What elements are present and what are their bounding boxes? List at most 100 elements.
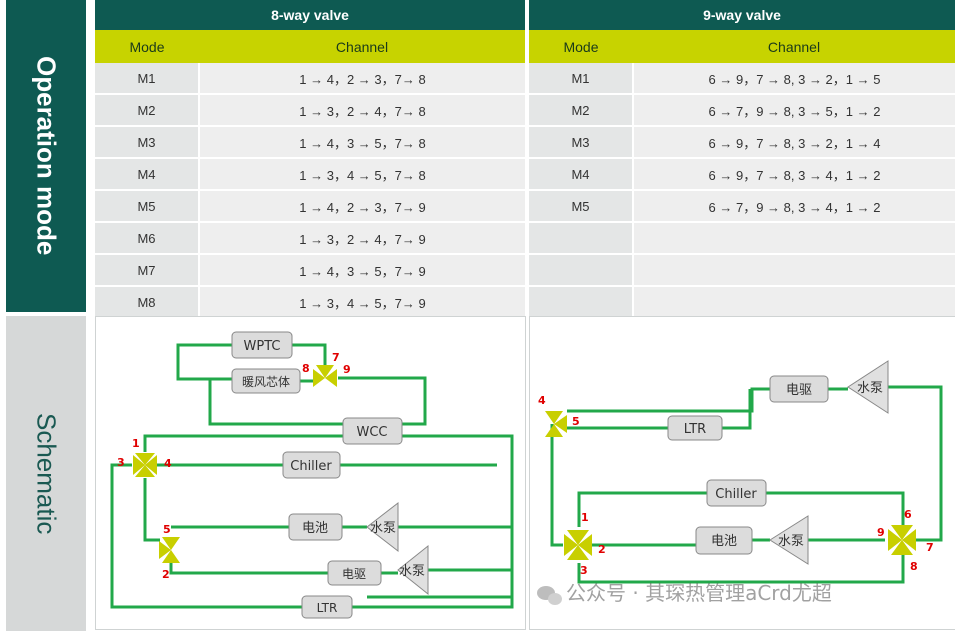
pump-icon: 水泵 — [366, 501, 399, 553]
port-label: 6 — [904, 508, 912, 521]
port-label: 3 — [580, 564, 588, 577]
channel-cell: 6 → 7，9 → 8, 3 → 5，1 → 2 — [633, 94, 955, 127]
channel-cell — [633, 222, 955, 255]
channel-cell: 1 → 4，3 → 5，7→ 8 — [199, 126, 525, 159]
chiller-box: Chiller — [706, 479, 767, 507]
column-header-mode: Mode — [529, 30, 633, 63]
ltr-box: LTR — [301, 595, 353, 619]
port-label: 9 — [877, 526, 885, 539]
table-title: 8-way valve — [95, 0, 525, 30]
mode-cell: M3 — [95, 126, 200, 159]
right-port-labels: 4 5 1 2 3 6 9 7 8 — [538, 394, 934, 577]
drive-label: 电驱 — [342, 567, 366, 581]
channel-cell: 6 → 9，7 → 8, 3 → 4，1 → 2 — [633, 158, 955, 191]
channel-cell: 1 → 3，2 → 4，7→ 9 — [199, 222, 525, 255]
valve-4way-icon — [133, 453, 157, 477]
channel-cell: 6 → 9，7 → 8, 3 → 2，1 → 4 — [633, 126, 955, 159]
ltr-label: LTR — [317, 601, 338, 615]
channel-cell: 1 → 4，2 → 3，7→ 8 — [199, 63, 525, 95]
drive-label: 电驱 — [786, 383, 812, 398]
port-label: 7 — [332, 351, 340, 364]
valve-3way-icon — [313, 365, 337, 387]
port-label: 8 — [910, 560, 918, 573]
pump-icon: 水泵 — [397, 544, 429, 596]
wcc-box: WCC — [342, 417, 403, 445]
port-label: 2 — [598, 543, 606, 556]
port-label: 7 — [926, 541, 934, 554]
mode-cell: M1 — [95, 63, 200, 95]
mode-cell — [529, 254, 634, 287]
mode-cell: M1 — [529, 63, 634, 95]
port-label: 9 — [343, 363, 351, 376]
drive-box: 电驱 — [327, 560, 382, 586]
wptc-label: WPTC — [244, 339, 281, 354]
battery-box: 电池 — [695, 526, 753, 555]
valve-4way-icon — [888, 525, 916, 555]
mode-cell — [529, 222, 634, 255]
port-label: 4 — [164, 457, 172, 470]
column-header-mode: Mode — [95, 30, 199, 63]
mode-cell: M5 — [529, 190, 634, 223]
channel-cell: 6 → 7，9 → 8, 3 → 4，1 → 2 — [633, 190, 955, 223]
port-label: 1 — [581, 511, 589, 524]
pump-icon: 水泵 — [769, 515, 809, 565]
mode-cell: M2 — [529, 94, 634, 127]
wcc-label: WCC — [356, 425, 387, 440]
channel-cell: 6 → 9，7 → 8, 3 → 2，1 → 5 — [633, 63, 955, 95]
channel-cell: 1 → 3，2 → 4，7→ 8 — [199, 94, 525, 127]
chiller-label: Chiller — [290, 459, 332, 474]
battery-label: 电池 — [711, 534, 737, 549]
wptc-box: WPTC — [231, 331, 293, 359]
table-row — [529, 222, 955, 255]
channel-cell: 1 → 4，3 → 5，7→ 9 — [199, 254, 525, 287]
port-label: 4 — [538, 394, 546, 407]
mode-cell: M7 — [95, 254, 200, 287]
ltr-box: LTR — [667, 415, 723, 441]
channel-cell — [633, 286, 955, 319]
valve-3way-icon — [545, 411, 567, 437]
drive-box: 电驱 — [769, 375, 829, 403]
mode-cell — [529, 286, 634, 319]
column-header-channel: Channel — [199, 30, 525, 63]
pump-label: 水泵 — [778, 534, 804, 549]
mode-cell: M4 — [95, 158, 200, 191]
watermark-text: 公众号 · 其琛热管理aCrd尤超 — [566, 581, 832, 605]
heater-core-label: 暖风芯体 — [242, 375, 290, 389]
table-row — [529, 254, 955, 287]
channel-cell: 1 → 4，2 → 3，7→ 9 — [199, 190, 525, 223]
left-pipes — [110, 343, 514, 609]
mode-cell: M2 — [95, 94, 200, 127]
port-label: 8 — [302, 362, 310, 375]
table-title: 9-way valve — [529, 0, 955, 30]
valve-4way-icon — [564, 530, 592, 560]
column-header-channel: Channel — [633, 30, 955, 63]
mode-cell: M6 — [95, 222, 200, 255]
valve-3way-icon — [159, 537, 180, 563]
pump-icon: 水泵 — [847, 360, 889, 414]
chiller-box: Chiller — [282, 451, 341, 479]
battery-label: 电池 — [302, 521, 328, 536]
channel-cell: 1 → 3，4 → 5，7→ 8 — [199, 158, 525, 191]
heater-core-box: 暖风芯体 — [231, 368, 301, 394]
port-label: 1 — [132, 437, 140, 450]
mode-cell: M5 — [95, 190, 200, 223]
right-pipes — [550, 385, 943, 584]
operation-mode-label: Operation mode — [6, 0, 86, 312]
pump-label: 水泵 — [857, 381, 883, 396]
schematic-label: Schematic — [6, 316, 86, 631]
battery-box: 电池 — [288, 513, 343, 541]
ltr-label: LTR — [684, 422, 706, 437]
